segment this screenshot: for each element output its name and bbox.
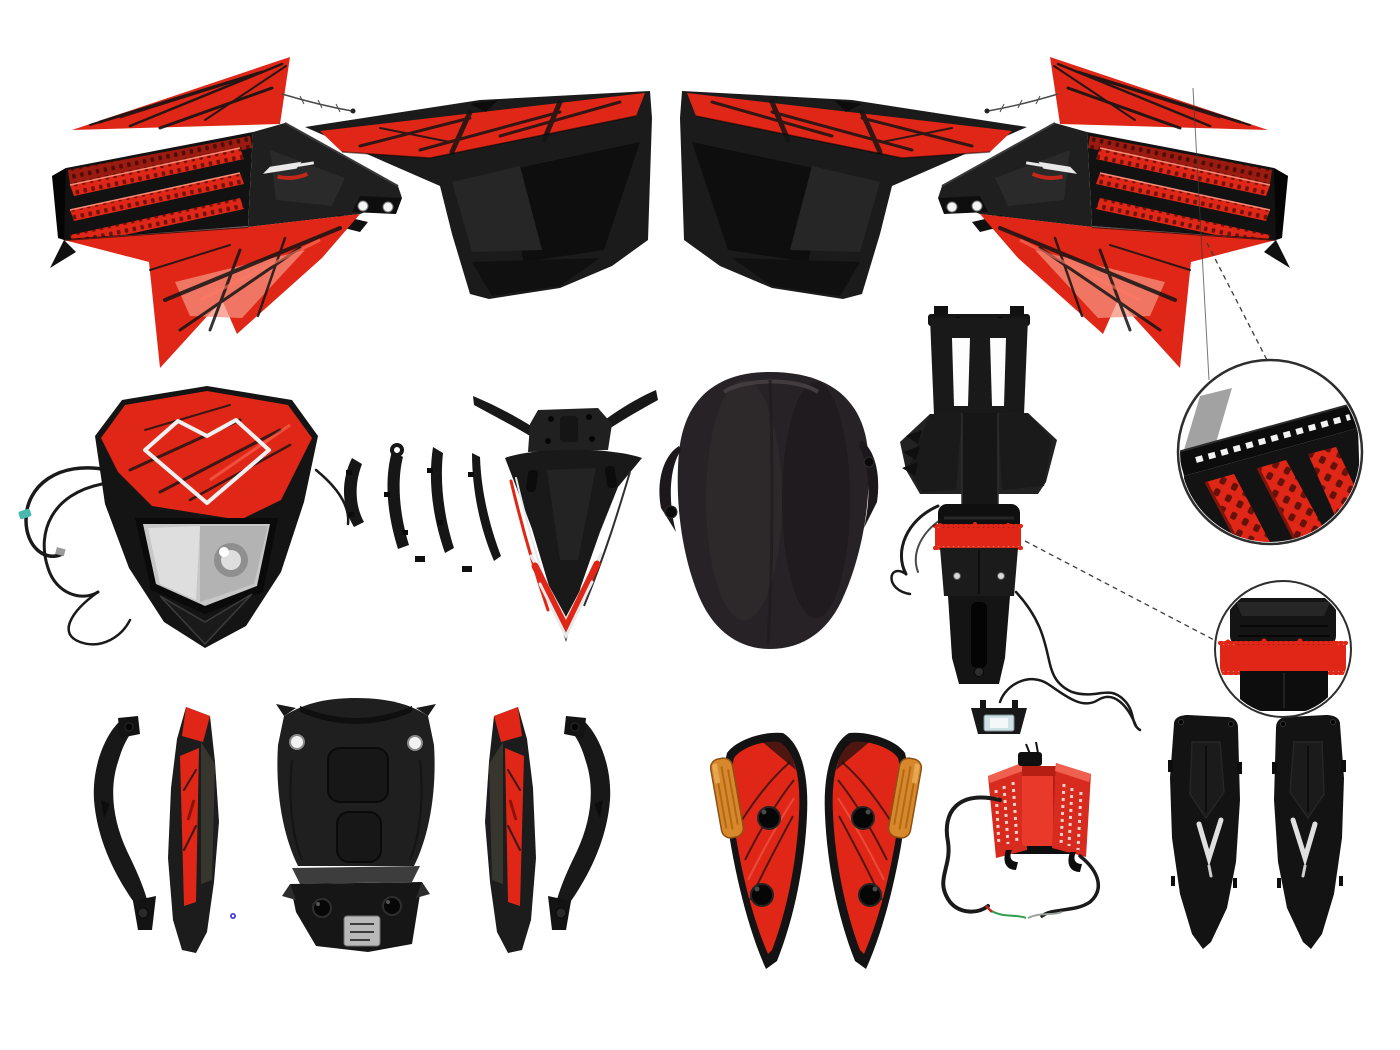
bolt bbox=[382, 896, 402, 916]
bolt-hole bbox=[974, 667, 984, 677]
tail-cowl bbox=[276, 698, 436, 952]
wiring-harness bbox=[941, 795, 1101, 918]
bolt-hole bbox=[289, 734, 305, 750]
top-rack bbox=[930, 318, 1028, 415]
tail-light bbox=[941, 741, 1101, 919]
wiring-harness bbox=[24, 466, 350, 646]
mount-hook bbox=[1004, 850, 1018, 870]
red-brush-seal bbox=[933, 522, 1023, 552]
front-mudguard bbox=[659, 372, 879, 649]
chin-vee bbox=[159, 593, 253, 646]
callout-line-dashed bbox=[1206, 242, 1269, 363]
recess-pad bbox=[336, 811, 382, 863]
turn-signal-panel-right bbox=[823, 731, 924, 970]
license-plate-light bbox=[971, 678, 1138, 734]
white-diamond-accent bbox=[143, 418, 271, 505]
bolt-hole bbox=[953, 572, 961, 580]
red-wire bbox=[985, 905, 993, 913]
inset-detail-brush-seal bbox=[1214, 580, 1352, 718]
side-bracket bbox=[659, 446, 681, 532]
red-visor bbox=[101, 391, 312, 520]
chevron-stripes bbox=[529, 552, 603, 640]
fairing-left-outer bbox=[50, 57, 402, 368]
bolt-hole bbox=[997, 572, 1005, 580]
mounting-brackets bbox=[343, 443, 501, 572]
inset-detail-led-strip bbox=[1176, 358, 1364, 546]
front-fender-beak bbox=[473, 390, 658, 642]
callout-line bbox=[1192, 87, 1210, 381]
wire-connector bbox=[18, 508, 32, 520]
bolt-hole bbox=[407, 735, 423, 751]
bottom-trim-set-right bbox=[483, 705, 612, 955]
bolt-hole bbox=[863, 456, 875, 468]
recess-pad bbox=[327, 747, 389, 803]
led-dots bbox=[1059, 783, 1083, 851]
lens-edge-bar bbox=[1180, 404, 1358, 476]
wire-terminal bbox=[55, 547, 66, 557]
led-strip bbox=[1195, 414, 1351, 463]
center-block bbox=[1022, 766, 1056, 846]
callout-line-dashed bbox=[1024, 540, 1219, 643]
wire bbox=[998, 678, 1138, 728]
fork-cover-left bbox=[1168, 715, 1242, 949]
bolt-hole bbox=[664, 505, 678, 519]
bottom-trim-set-left bbox=[92, 705, 221, 955]
white-wire bbox=[1027, 911, 1063, 919]
headlight-mask bbox=[18, 386, 350, 648]
turn-signal-panel-left bbox=[708, 731, 809, 970]
wiring-harness bbox=[890, 504, 1142, 732]
rear-fender-assembly bbox=[890, 306, 1142, 732]
green-wire bbox=[989, 909, 1027, 919]
fork-cover-right bbox=[1272, 715, 1346, 949]
blue-speck-core bbox=[231, 914, 235, 918]
left-horn bbox=[473, 396, 546, 446]
mount-hook bbox=[1068, 852, 1082, 872]
bolt bbox=[312, 898, 332, 918]
